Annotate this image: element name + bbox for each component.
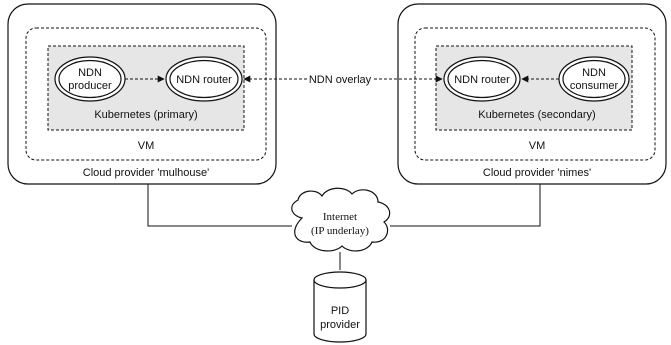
vm-box-right	[414, 27, 656, 161]
pid-provider-database: PID provider	[313, 271, 367, 343]
internet-cloud: Internet (IP underlay)	[291, 187, 391, 252]
left-provider-link	[147, 184, 292, 227]
ndn-router-left-label: NDN router	[176, 74, 232, 86]
ndn-overlay-label-bg	[308, 72, 372, 86]
right-provider-link	[390, 184, 541, 227]
ndn-consumer-label-line2: consumer	[570, 80, 619, 92]
kubernetes-secondary-label: Kubernetes (secondary)	[478, 109, 595, 121]
ndn-producer-label-line2: producer	[68, 80, 112, 92]
cloud-provider-left-label: Cloud provider 'mulhouse'	[83, 167, 210, 179]
vm-box-left	[25, 27, 267, 161]
pid-label-line2: provider	[320, 319, 360, 331]
kubernetes-primary-label: Kubernetes (primary)	[94, 109, 197, 121]
cloud-provider-right-label: Cloud provider 'nimes'	[483, 167, 591, 179]
ndn-router-left-node: NDN router	[165, 56, 243, 102]
vm-right-label: VM	[529, 140, 546, 152]
ndn-router-right-label: NDN router	[454, 74, 510, 86]
internet-label-line2: (IP underlay)	[311, 225, 369, 237]
pid-label-line1: PID	[331, 305, 349, 317]
cloud-icon	[291, 187, 391, 252]
ndn-consumer-node: NDN consumer	[558, 56, 630, 102]
ndn-producer-label-line1: NDN	[78, 67, 102, 79]
internet-label-line1: Internet	[323, 211, 357, 223]
vm-left-label: VM	[138, 140, 155, 152]
ndn-router-right-node: NDN router	[443, 56, 521, 102]
ndn-producer-node: NDN producer	[54, 56, 126, 102]
database-icon	[313, 280, 367, 343]
ndn-consumer-label-line1: NDN	[582, 67, 606, 79]
ndn-overlay-label: NDN overlay	[309, 74, 372, 86]
